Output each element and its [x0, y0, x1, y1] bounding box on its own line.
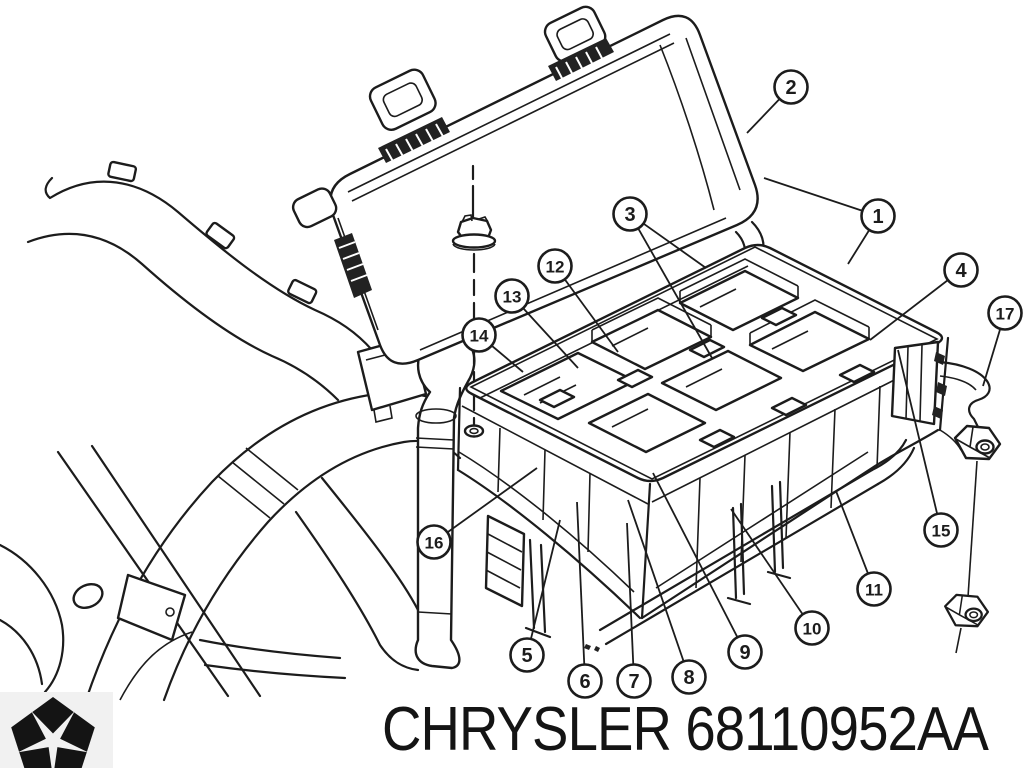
chrysler-logo [0, 692, 113, 768]
callout-17: 17 [982, 295, 1023, 387]
hex-nut-lower [944, 593, 990, 628]
svg-text:5: 5 [521, 645, 532, 667]
callout-7: 7 [616, 522, 652, 699]
part-number-title: CHRYSLER 68110952AA [381, 695, 989, 764]
svg-text:14: 14 [470, 327, 489, 346]
engine-detail [0, 444, 347, 701]
svg-text:15: 15 [932, 522, 951, 541]
svg-text:11: 11 [865, 581, 883, 600]
callout-1: 1 [763, 177, 896, 265]
svg-text:12: 12 [546, 258, 565, 277]
svg-text:8: 8 [683, 667, 694, 689]
svg-text:7: 7 [628, 671, 639, 693]
svg-text:2: 2 [785, 77, 796, 99]
svg-text:16: 16 [425, 534, 444, 553]
callout-4: 4 [869, 252, 979, 341]
pentastar-icon [0, 692, 113, 768]
svg-text:9: 9 [739, 642, 750, 664]
svg-text:1: 1 [872, 206, 883, 228]
callout-6: 6 [567, 501, 603, 699]
svg-text:17: 17 [996, 305, 1015, 324]
callout-8: 8 [627, 499, 707, 695]
callout-9: 9 [652, 472, 763, 670]
fuse-box-cover [291, 5, 765, 365]
callout-5: 5 [509, 519, 561, 673]
stud-line-end [955, 627, 962, 654]
fuse-box-body [456, 243, 950, 620]
callout-11: 11 [835, 490, 892, 607]
right-connector-block [890, 340, 947, 426]
svg-text:4: 4 [955, 260, 967, 282]
hex-nut-upper [953, 424, 1002, 461]
svg-text:3: 3 [624, 204, 635, 226]
svg-text:10: 10 [803, 620, 822, 639]
callout-16: 16 [416, 467, 538, 560]
callout-10: 10 [730, 508, 830, 646]
svg-text:6: 6 [579, 671, 590, 693]
mounting-brackets [484, 360, 991, 646]
relay-blocks [499, 258, 876, 454]
callout-13: 13 [494, 278, 579, 369]
callout-12: 12 [537, 248, 619, 353]
stud-line [967, 460, 978, 598]
callout-14: 14 [461, 317, 524, 373]
callout-3: 3 [612, 196, 713, 359]
callout-15: 15 [897, 349, 959, 548]
callout-2: 2 [746, 69, 809, 134]
mounting-bolt [451, 164, 497, 438]
svg-text:13: 13 [503, 288, 522, 307]
cover-latch-1 [368, 68, 437, 131]
